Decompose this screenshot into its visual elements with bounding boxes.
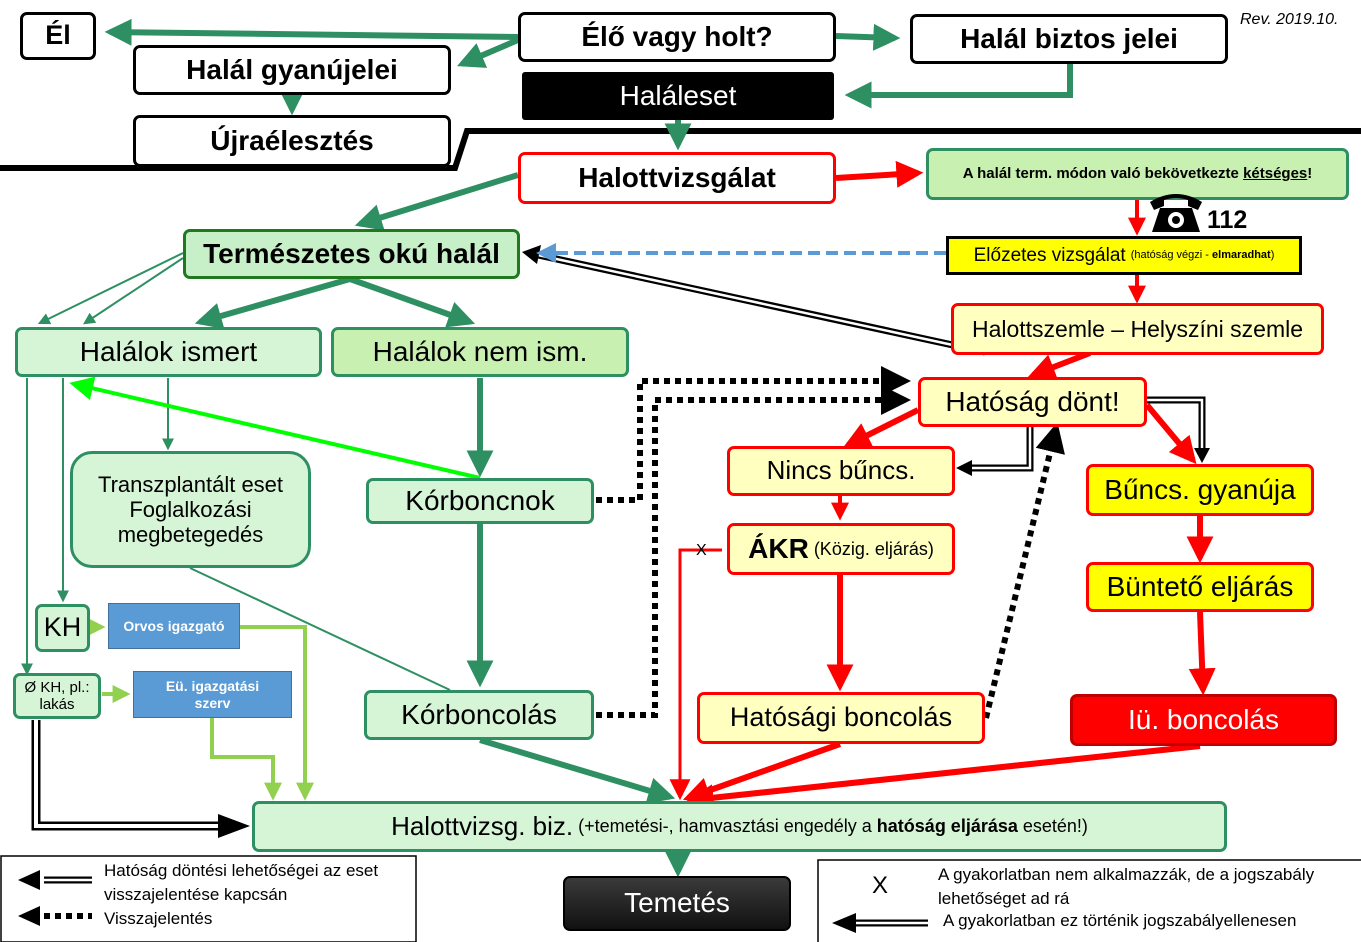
node-bunteto-eljaras-label: Büntető eljárás: [1106, 570, 1294, 602]
node-orvos-igazgato: Orvos igazgató: [108, 603, 240, 649]
node-ujraelesztes-label: Újraélesztés: [210, 124, 374, 156]
node-halottvizsg-biz: Halottvizsg. biz. (+temetési-, hamvasztá…: [252, 801, 1227, 852]
node-halalok-ismert: Halálok ismert: [15, 327, 322, 377]
node-iu-boncolas: Iü. boncolás: [1070, 694, 1337, 746]
node-biz-part2: esetén!): [1017, 816, 1088, 837]
node-biz-bold: hatóság eljárása: [876, 816, 1018, 837]
node-no-kh-line1: Ø KH, pl.:: [24, 678, 90, 696]
node-temetes-label: Temetés: [624, 887, 730, 919]
node-ketseges-suffix: !: [1307, 165, 1313, 183]
node-hatosagi-boncolas: Hatósági boncolás: [697, 692, 985, 744]
node-elozetes-note-c: ): [1270, 249, 1275, 262]
legend-right-line1: A gyakorlatban nem alkalmazzák, de a jog…: [938, 865, 1315, 884]
phone-number: 112: [1207, 206, 1248, 234]
x-mark-akr: X: [696, 542, 707, 559]
node-termeszetes: Természetes okú halál: [183, 229, 520, 279]
node-elozetes-label: Előzetes vizsgálat: [973, 244, 1126, 266]
node-orvos-igazgato-label: Orvos igazgató: [123, 617, 225, 634]
node-eu-igazgatasi-line2: szerv: [194, 694, 231, 711]
node-akr-sub: (Közig. eljárás): [808, 538, 934, 559]
node-elo-vagy-holt: Élő vagy holt?: [518, 12, 836, 62]
node-hatosag-dont-label: Hatóság dönt!: [945, 385, 1120, 417]
node-ketseges-prefix: A halál term. módon való bekövetkezte: [962, 165, 1244, 183]
node-halalok-nem-label: Halálok nem ism.: [372, 335, 588, 367]
node-halottszemle: Halottszemle – Helyszíni szemle: [951, 303, 1324, 355]
legend-right-line3: A gyakorlatban ez történik jogszabályell…: [943, 911, 1297, 930]
revision-label: Rev. 2019.10.: [1240, 11, 1339, 28]
node-elo-vagy-holt-label: Élő vagy holt?: [581, 20, 773, 52]
node-iu-boncolas-label: Iü. boncolás: [1128, 703, 1279, 735]
node-akr-label: ÁKR: [748, 532, 809, 564]
node-halal-gyanujelei: Halál gyanújelei: [133, 45, 451, 95]
node-eu-igazgatasi-line1: Eü. igazgatási: [165, 678, 260, 695]
phone-icon: [1148, 190, 1204, 234]
node-nincs-buncs: Nincs bűncs.: [727, 446, 955, 496]
node-el: Él: [20, 12, 96, 60]
node-elozetes-note: (hatóság végzi - elmaradhat): [1131, 249, 1275, 262]
node-transzplantalt: Transzplantált eset Foglalkozási megbete…: [70, 451, 311, 568]
node-elozetes-note-b: elmaradhat: [1212, 249, 1271, 262]
node-termeszetes-label: Természetes okú halál: [203, 237, 500, 269]
legend-left-line3: Visszajelentés: [104, 909, 213, 928]
node-buncs-gyanuja-label: Bűncs. gyanúja: [1104, 473, 1296, 505]
node-ketseges: A halál term. módon való bekövetkezte ké…: [926, 148, 1349, 200]
node-halottvizsgalat: Halottvizsgálat: [518, 152, 836, 204]
legend-right-line2: lehetőséget ad rá: [938, 889, 1070, 908]
node-halottszemle-label: Halottszemle – Helyszíni szemle: [971, 315, 1304, 342]
node-ujraelesztes: Újraélesztés: [133, 115, 451, 167]
node-no-kh: Ø KH, pl.: lakás: [13, 673, 101, 719]
node-no-kh-line2: lakás: [39, 696, 75, 713]
node-haleset-label: Haláleset: [619, 79, 737, 111]
node-bunteto-eljaras: Büntető eljárás: [1086, 562, 1314, 612]
node-nincs-buncs-label: Nincs bűncs.: [766, 455, 916, 486]
node-akr: ÁKR (Közig. eljárás): [727, 523, 955, 575]
node-biz-main: Halottvizsg. biz.: [391, 810, 574, 841]
node-hatosag-dont: Hatóság dönt!: [918, 377, 1147, 427]
node-hatosagi-boncolas-label: Hatósági boncolás: [729, 702, 953, 733]
node-haleset: Haláleset: [522, 72, 834, 120]
legend-left-line2: visszajelentése kapcsán: [104, 885, 288, 904]
legend-left-line1: Hatóság döntési lehetőségei az eset: [104, 861, 379, 880]
node-korboncolas: Kórboncolás: [364, 690, 594, 740]
node-halalok-nem: Halálok nem ism.: [331, 327, 629, 377]
node-buncs-gyanuja: Bűncs. gyanúja: [1086, 464, 1314, 516]
node-transzplantalt-line1: Transzplantált eset: [97, 471, 284, 497]
node-temetes: Temetés: [563, 876, 791, 931]
legend-right-x: X: [872, 872, 889, 899]
node-halal-biztos-jelei: Halál biztos jelei: [910, 14, 1228, 64]
node-elozetes-note-a: (hatóság végzi -: [1130, 249, 1213, 262]
node-ketseges-underlined: kétséges: [1243, 165, 1308, 183]
node-korboncnok: Kórboncnok: [366, 478, 594, 524]
node-el-label: Él: [45, 20, 71, 51]
node-transzplantalt-line3: megbetegedés: [117, 522, 264, 548]
node-biz-part1: (+temetési-, hamvasztási engedély a: [573, 816, 877, 837]
node-korboncolas-label: Kórboncolás: [401, 698, 557, 730]
node-eu-igazgatasi: Eü. igazgatási szerv: [133, 671, 292, 718]
node-kh-label: KH: [43, 612, 82, 643]
node-halottvizsgalat-label: Halottvizsgálat: [578, 161, 776, 193]
node-elozetes: Előzetes vizsgálat (hatóság végzi - elma…: [946, 236, 1302, 275]
node-transzplantalt-line2: Foglalkozási: [129, 496, 252, 522]
node-halal-biztos-jelei-label: Halál biztos jelei: [960, 22, 1178, 54]
node-kh: KH: [35, 604, 90, 652]
node-halalok-ismert-label: Halálok ismert: [79, 335, 258, 367]
node-korboncnok-label: Kórboncnok: [405, 484, 555, 516]
node-halal-gyanujelei-label: Halál gyanújelei: [186, 53, 398, 85]
